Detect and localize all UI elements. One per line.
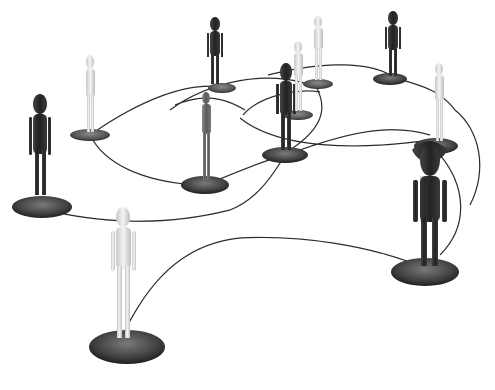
person-figure-light-right <box>435 63 444 141</box>
person-figure-light-top <box>294 41 303 111</box>
person-figure-mid-center <box>202 92 211 180</box>
person-figure-light-foreground <box>111 207 136 338</box>
shading <box>35 114 426 222</box>
person-figure-dark-topright <box>385 11 401 76</box>
person-figure-dark-center <box>276 63 296 150</box>
figure-bases <box>12 73 459 364</box>
person-figure-light-left <box>86 55 95 132</box>
person-figure-dark-left <box>29 94 51 195</box>
person-figure-light-top2 <box>314 16 323 80</box>
person-figure-dark-top <box>207 17 223 84</box>
person-figure-dark-right-large <box>412 141 448 266</box>
